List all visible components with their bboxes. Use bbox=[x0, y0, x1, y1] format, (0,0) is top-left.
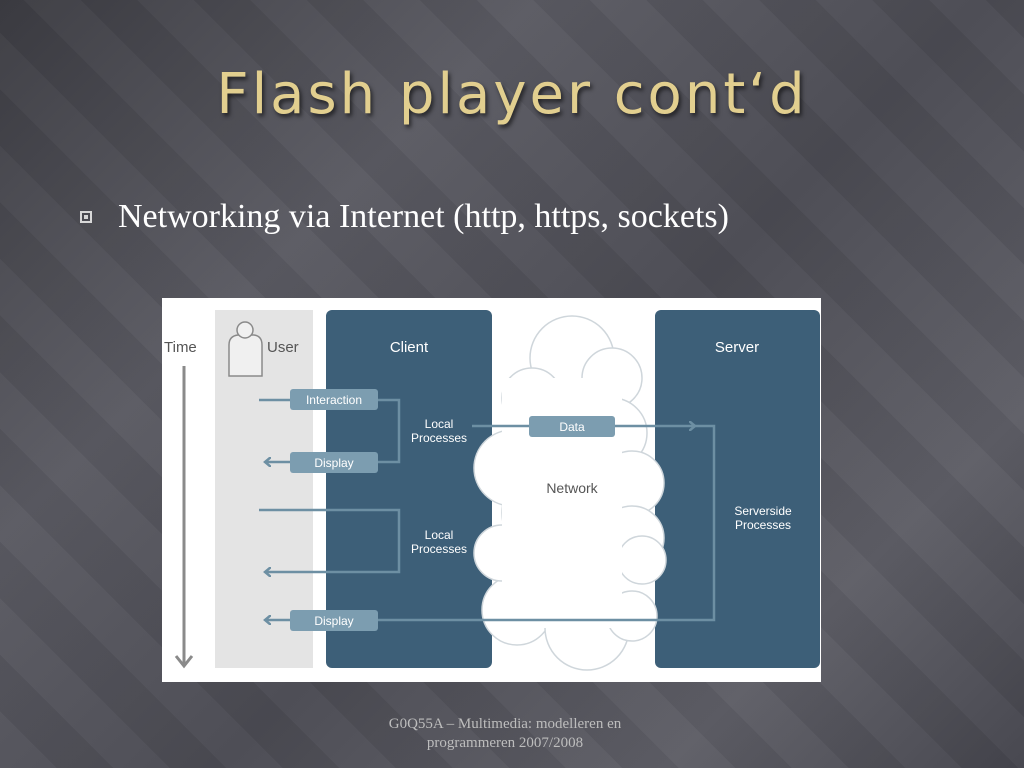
bullet-text: Networking via Internet (http, https, so… bbox=[118, 198, 729, 235]
serverside-line2: Processes bbox=[735, 518, 791, 532]
user-icon bbox=[228, 321, 263, 377]
slide-title: Flash player cont‘d bbox=[216, 62, 808, 127]
slide-footer: G0Q55A – Multimedia: modelleren en progr… bbox=[340, 715, 670, 753]
user-label: User bbox=[267, 339, 299, 356]
network-diagram: Time User Client Server Network Interact… bbox=[162, 298, 821, 682]
local-processes-1-line2: Processes bbox=[411, 431, 467, 445]
display-tag-1 bbox=[290, 452, 378, 473]
interaction-tag-label: Interaction bbox=[306, 393, 362, 407]
time-arrow-head bbox=[174, 655, 194, 669]
local-processes-2-line1: Local bbox=[425, 528, 454, 542]
bullet-item: Networking via Internet (http, https, so… bbox=[80, 198, 729, 236]
display-tag-1-label: Display bbox=[314, 456, 353, 470]
display-tag-2 bbox=[290, 610, 378, 631]
local-processes-2-line2: Processes bbox=[411, 542, 467, 556]
serverside-line1: Serverside bbox=[734, 504, 792, 518]
client-label: Client bbox=[390, 339, 429, 356]
square-bullet-icon bbox=[80, 211, 92, 223]
data-tag-label: Data bbox=[559, 420, 585, 434]
time-label: Time bbox=[164, 339, 197, 356]
footer-line-2: programmeren 2007/2008 bbox=[426, 735, 584, 751]
footer-line-1: G0Q55A – Multimedia: modelleren en bbox=[388, 716, 622, 732]
data-tag bbox=[529, 416, 615, 437]
display-tag-2-label: Display bbox=[314, 614, 353, 628]
local-process-2-line bbox=[259, 508, 401, 572]
server-panel bbox=[655, 310, 820, 668]
local-processes-1-line1: Local bbox=[425, 417, 454, 431]
interaction-tag bbox=[290, 389, 378, 410]
server-label: Server bbox=[715, 339, 759, 356]
network-label: Network bbox=[546, 480, 598, 496]
server-return-line bbox=[266, 424, 716, 620]
